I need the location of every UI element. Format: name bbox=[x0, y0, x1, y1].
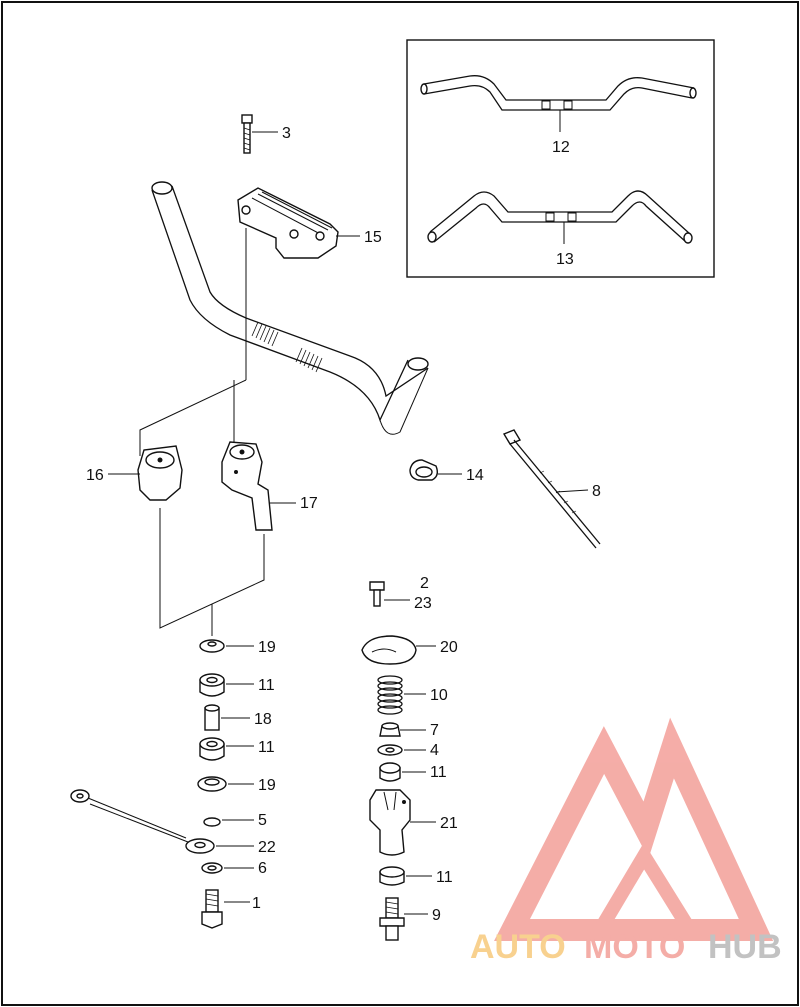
cap-20 bbox=[361, 635, 436, 665]
riser-16 bbox=[108, 445, 183, 501]
assembly-line bbox=[139, 379, 247, 456]
callout-11-d: 11 bbox=[436, 869, 453, 886]
callout-23: 23 bbox=[414, 595, 432, 612]
callout-2: 2 bbox=[420, 575, 429, 592]
callout-21: 21 bbox=[440, 815, 458, 832]
main-handlebar bbox=[151, 181, 429, 435]
clip-14 bbox=[409, 459, 462, 481]
callout-4: 4 bbox=[430, 742, 439, 759]
cable-tie-8 bbox=[502, 429, 601, 549]
callout-7: 7 bbox=[430, 722, 439, 739]
callout-15: 15 bbox=[364, 229, 382, 246]
callout-13: 13 bbox=[556, 251, 574, 268]
stud-9 bbox=[379, 897, 428, 941]
watermark-moto: MOTO bbox=[584, 928, 685, 966]
nut-7 bbox=[379, 722, 426, 737]
washer-19-upper bbox=[199, 639, 254, 653]
washer-5 bbox=[203, 817, 254, 827]
handlebar-13 bbox=[427, 190, 693, 244]
callout-labels: 1 2 3 4 5 6 7 8 9 10 11 11 11 11 11 12 1… bbox=[86, 125, 601, 924]
washer-19-lower bbox=[197, 776, 254, 792]
callout-17: 17 bbox=[300, 495, 318, 512]
callout-12: 12 bbox=[552, 139, 570, 156]
bushing-11-c bbox=[379, 762, 426, 782]
ground-strap-22 bbox=[70, 789, 254, 854]
washer-4 bbox=[377, 744, 426, 756]
alternate-handlebars-inset bbox=[406, 39, 715, 278]
riser-17 bbox=[221, 441, 296, 531]
watermark-hub: HUB bbox=[708, 928, 782, 966]
inset-frame bbox=[406, 39, 715, 278]
screw-2-23 bbox=[369, 581, 410, 607]
watermark-auto: AUTO bbox=[470, 928, 566, 966]
automotohub-watermark: AUTO MOTO HUB bbox=[470, 717, 782, 966]
callout-16: 16 bbox=[86, 467, 104, 484]
callout-10: 10 bbox=[430, 687, 448, 704]
handlebar-12 bbox=[420, 75, 697, 132]
bolt-3 bbox=[241, 114, 278, 154]
callout-19-a: 19 bbox=[258, 639, 276, 656]
callout-11-c: 11 bbox=[430, 764, 447, 781]
callout-1: 1 bbox=[252, 895, 261, 912]
spring-10 bbox=[377, 675, 426, 715]
callout-6: 6 bbox=[258, 860, 267, 877]
callout-19-b: 19 bbox=[258, 777, 276, 794]
top-clamp-15 bbox=[237, 187, 360, 259]
pivot-body-21 bbox=[369, 789, 436, 856]
callout-8: 8 bbox=[592, 483, 601, 500]
lock-washer-6 bbox=[201, 862, 254, 874]
callout-11-b: 11 bbox=[258, 739, 275, 756]
callout-5: 5 bbox=[258, 812, 267, 829]
callout-22: 22 bbox=[258, 839, 276, 856]
watermark-logo-mark bbox=[494, 717, 774, 941]
bushing-11-d bbox=[379, 866, 432, 886]
callout-20: 20 bbox=[440, 639, 458, 656]
bolt-1 bbox=[201, 889, 250, 929]
bushing-11-b bbox=[199, 737, 254, 761]
callout-3: 3 bbox=[282, 125, 291, 142]
callout-14: 14 bbox=[466, 467, 484, 484]
callout-18: 18 bbox=[254, 711, 272, 728]
bushing-11-a bbox=[199, 673, 254, 697]
callout-9: 9 bbox=[432, 907, 441, 924]
sleeve-18 bbox=[204, 704, 250, 731]
callout-11-a: 11 bbox=[258, 677, 275, 694]
